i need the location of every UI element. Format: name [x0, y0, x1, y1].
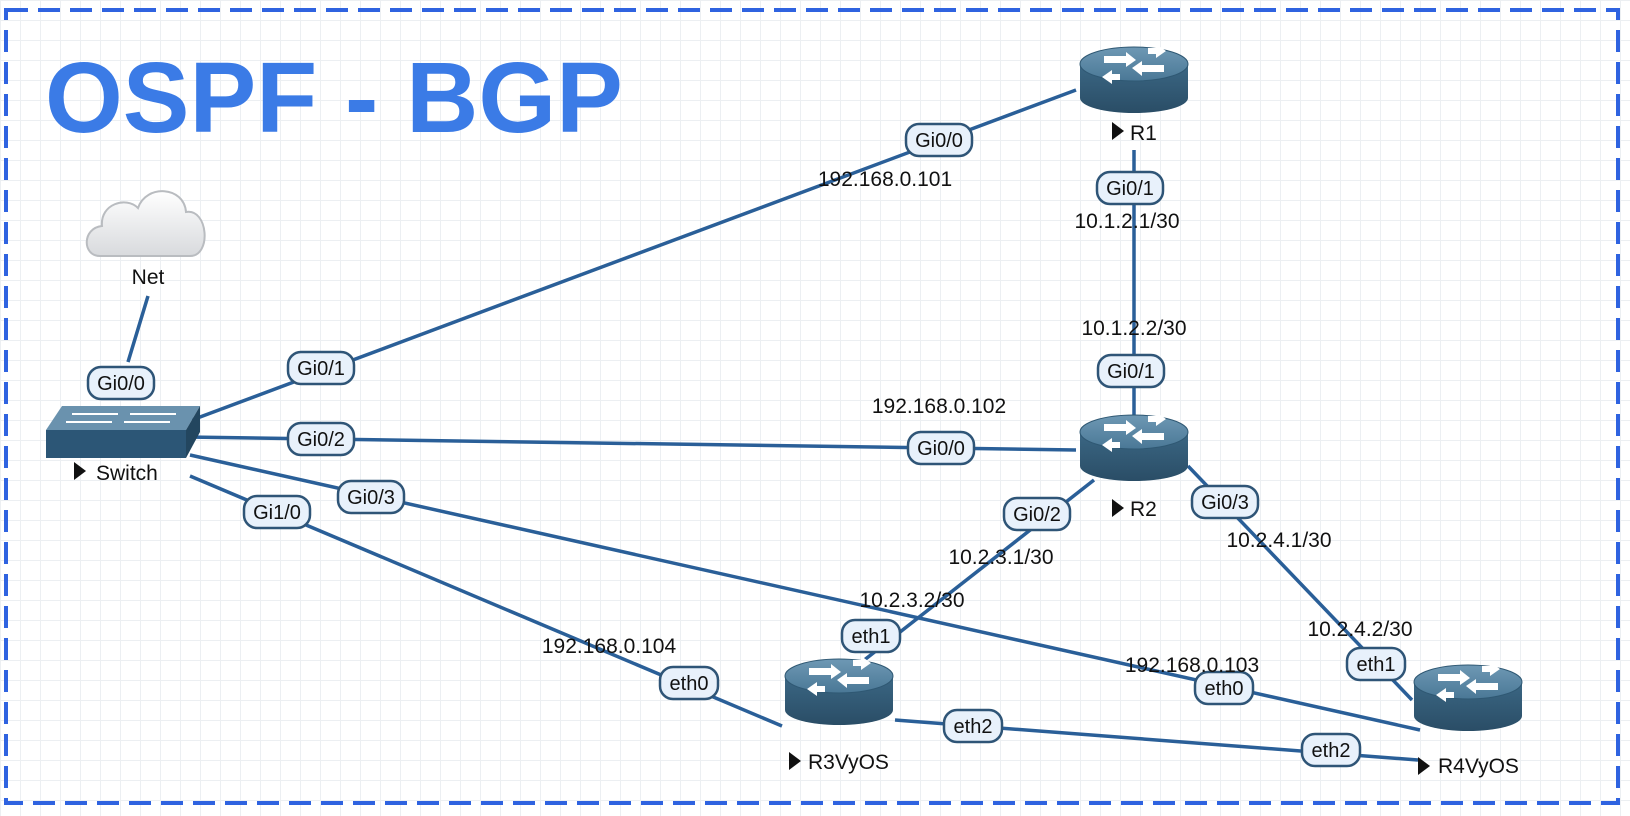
node-r4vyos[interactable]: R4VyOS — [1413, 661, 1523, 778]
interface-badge-switch-gi0-1[interactable]: Gi0/1 — [286, 350, 356, 386]
play-icon[interactable] — [1112, 499, 1124, 517]
ip-label-r1-mgmt: 192.168.0.101 — [818, 168, 952, 191]
router-icon — [784, 655, 894, 726]
interface-badge-r4-eth0[interactable]: eth0 — [1193, 670, 1255, 706]
svg-text:Gi0/2: Gi0/2 — [1013, 504, 1061, 526]
node-label-r1: R1 — [1130, 122, 1157, 145]
interface-badge-r4-eth2[interactable]: eth2 — [1300, 732, 1362, 768]
interface-badge-switch-gi0-3[interactable]: Gi0/3 — [336, 479, 406, 515]
router-icon — [1079, 411, 1189, 482]
node-r1[interactable]: R1 — [1079, 43, 1189, 145]
link-net-switch — [126, 295, 150, 363]
ip-label-r2-gi0-2: 10.2.3.1/30 — [948, 546, 1053, 569]
play-icon[interactable] — [74, 462, 86, 480]
svg-text:Gi0/2: Gi0/2 — [297, 429, 345, 451]
svg-text:eth2: eth2 — [1312, 740, 1351, 762]
svg-text:eth0: eth0 — [670, 673, 709, 695]
node-label-r3vyos: R3VyOS — [808, 751, 889, 774]
cloud-icon — [85, 190, 206, 257]
diagram-frame — [4, 8, 1620, 805]
play-icon[interactable] — [789, 752, 801, 770]
interface-badge-r2-gi0-2[interactable]: Gi0/2 — [1002, 496, 1072, 532]
ip-label-r3-eth1: 10.2.3.2/30 — [859, 589, 964, 612]
svg-text:Gi0/1: Gi0/1 — [1107, 361, 1155, 383]
node-label-net: Net — [132, 266, 165, 289]
interface-badge-r1-gi0-1[interactable]: Gi0/1 — [1095, 170, 1165, 206]
interface-badge-r3-eth0[interactable]: eth0 — [658, 665, 720, 701]
svg-text:Gi1/0: Gi1/0 — [253, 502, 301, 524]
svg-text:Gi0/0: Gi0/0 — [917, 438, 965, 460]
play-icon[interactable] — [1418, 757, 1430, 775]
svg-text:Gi0/0: Gi0/0 — [915, 130, 963, 152]
interface-badge-switch-gi0-0[interactable]: Gi0/0 — [86, 365, 156, 401]
ip-label-r4-mgmt: 192.168.0.103 — [1125, 654, 1259, 677]
node-label-r4vyos: R4VyOS — [1438, 755, 1519, 778]
address-labels: 192.168.0.101 10.1.2.1/30 10.1.2.2/30 19… — [542, 168, 1413, 677]
ip-label-r3-mgmt: 192.168.0.104 — [542, 635, 677, 658]
node-net[interactable]: Net — [85, 190, 206, 289]
router-icon — [1079, 43, 1189, 114]
interface-badge-r2-gi0-3[interactable]: Gi0/3 — [1190, 484, 1260, 520]
switch-icon — [46, 406, 200, 458]
svg-text:Gi0/3: Gi0/3 — [1201, 492, 1249, 514]
ip-label-r2-mgmt: 192.168.0.102 — [872, 395, 1006, 418]
svg-text:eth1: eth1 — [852, 626, 891, 648]
svg-text:Gi0/3: Gi0/3 — [347, 487, 395, 509]
svg-text:eth1: eth1 — [1357, 654, 1396, 676]
node-r2[interactable]: R2 — [1079, 411, 1189, 521]
svg-text:Gi0/0: Gi0/0 — [97, 373, 145, 395]
interface-badge-r1-gi0-0[interactable]: Gi0/0 — [904, 122, 974, 158]
interface-badge-r3-eth1[interactable]: eth1 — [840, 618, 902, 654]
ip-label-r2-gi0-3: 10.2.4.1/30 — [1226, 529, 1331, 552]
interface-badge-r2-gi0-1[interactable]: Gi0/1 — [1096, 353, 1166, 389]
interface-badge-switch-gi1-0[interactable]: Gi1/0 — [242, 494, 312, 530]
node-r3vyos[interactable]: R3VyOS — [784, 655, 894, 774]
svg-text:Gi0/1: Gi0/1 — [1106, 178, 1154, 200]
ip-label-r2-gi0-1: 10.1.2.2/30 — [1081, 317, 1186, 340]
ip-label-r1-gi0-1: 10.1.2.1/30 — [1074, 210, 1179, 233]
svg-text:eth0: eth0 — [1205, 678, 1244, 700]
interface-badge-switch-gi0-2[interactable]: Gi0/2 — [286, 421, 356, 457]
svg-text:Gi0/1: Gi0/1 — [297, 358, 345, 380]
interface-badge-r4-eth1[interactable]: eth1 — [1345, 646, 1407, 682]
node-switch[interactable]: Switch — [46, 406, 200, 485]
interface-badge-r2-gi0-0[interactable]: Gi0/0 — [906, 430, 976, 466]
node-label-r2: R2 — [1130, 498, 1157, 521]
ip-label-r4-eth1: 10.2.4.2/30 — [1307, 618, 1412, 641]
node-label-switch: Switch — [96, 462, 158, 485]
interface-badges: Gi0/0 Gi0/1 Gi0/2 Gi0/3 Gi1/0 Gi0/0 Gi0/… — [86, 122, 1407, 768]
play-icon[interactable] — [1112, 122, 1124, 140]
router-icon — [1413, 661, 1523, 732]
interface-badge-r3-eth2[interactable]: eth2 — [942, 708, 1004, 744]
svg-text:eth2: eth2 — [954, 716, 993, 738]
diagram-title: OSPF - BGP — [45, 42, 623, 154]
